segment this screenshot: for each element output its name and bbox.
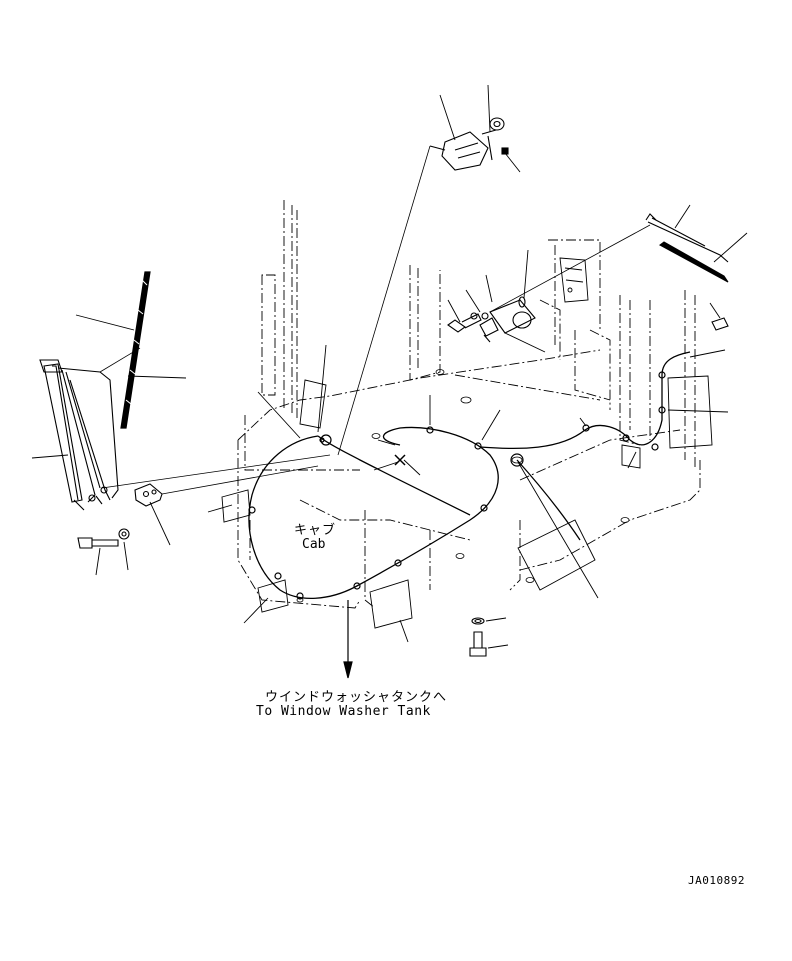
- wiper-bracket-hardware: [77, 483, 163, 549]
- motor-bolt: [447, 312, 482, 333]
- rear-wiper-blade: [645, 213, 729, 283]
- rear-bracket: [559, 257, 589, 303]
- wiper-switch-assembly: [429, 117, 509, 171]
- washer-hose: [248, 351, 691, 599]
- washer-tank-arrow: [343, 600, 353, 679]
- washer-tank-label-jp: ウインドウォッシャタンクへ: [265, 690, 448, 705]
- drawing-code: JA010892: [688, 874, 745, 887]
- floor-bolt-washer: [469, 617, 487, 657]
- front-wiper-blade: [120, 271, 151, 429]
- cab-label-en: Cab: [302, 537, 326, 552]
- front-wiper-arm: [39, 359, 119, 511]
- floor-holes: [296, 369, 630, 603]
- cab-frame-outline: [237, 200, 701, 609]
- leader-lines: [31, 84, 748, 649]
- wiper-motor: [479, 296, 536, 343]
- hose-clips: [248, 371, 666, 600]
- washer-nozzle: [711, 317, 729, 331]
- exploded-view-lines: [99, 145, 651, 495]
- hose-tags: [221, 375, 713, 629]
- cab-label-jp: キャブ: [294, 523, 337, 538]
- washer-tank-label-en: To Window Washer Tank: [256, 704, 431, 719]
